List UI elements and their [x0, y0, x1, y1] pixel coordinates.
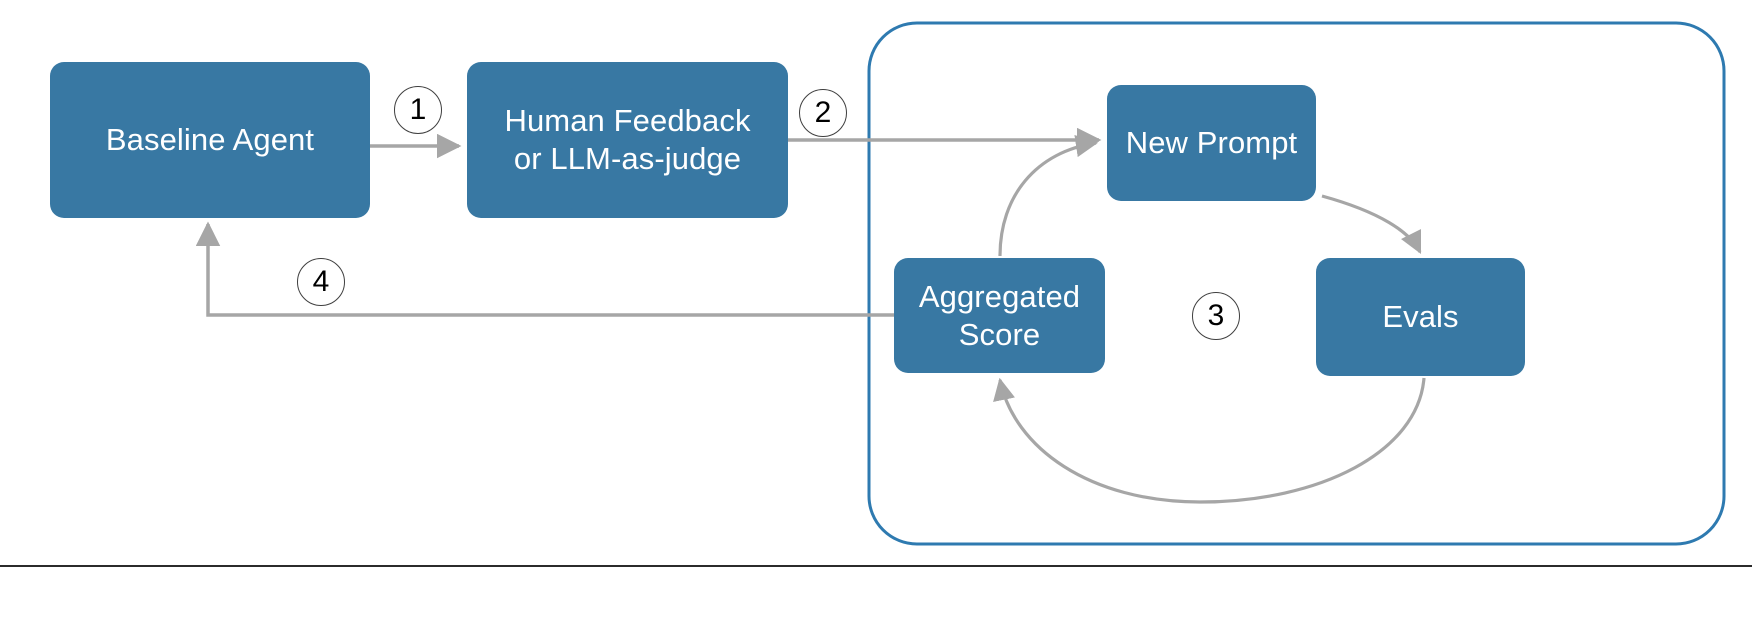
step-badge-4: 4	[297, 258, 345, 306]
node-baseline-agent-label: Baseline Agent	[105, 122, 315, 158]
node-aggregated-score-label: Aggregated Score	[918, 278, 1081, 352]
step-badge-2-label: 2	[814, 96, 832, 129]
connector-aggregated-to-new-prompt	[998, 134, 1099, 257]
step-badge-4-label: 4	[312, 265, 330, 298]
node-human-feedback-label: Human Feedback or LLM-as-judge	[504, 103, 751, 176]
connector-new-prompt-to-evals	[1321, 194, 1422, 255]
node-evals[interactable]: Evals	[1316, 258, 1525, 376]
step-badge-1-label: 1	[409, 93, 427, 126]
step-badge-3: 3	[1192, 292, 1240, 340]
step-badge-1: 1	[394, 86, 442, 134]
node-human-feedback[interactable]: Human Feedback or LLM-as-judge	[467, 62, 788, 218]
node-new-prompt[interactable]: New Prompt	[1107, 85, 1316, 201]
connector-aggregated-to-baseline	[195, 221, 894, 317]
page-bottom-rule	[0, 565, 1752, 567]
optimization-loop-container	[867, 21, 1726, 546]
step-badge-3-label: 3	[1207, 299, 1225, 332]
node-aggregated-score[interactable]: Aggregated Score	[894, 258, 1105, 373]
step-badge-2: 2	[799, 89, 847, 137]
node-evals-label: Evals	[1382, 299, 1459, 335]
connector-evals-to-aggregated	[993, 377, 1426, 504]
node-new-prompt-label: New Prompt	[1125, 125, 1298, 161]
node-baseline-agent[interactable]: Baseline Agent	[50, 62, 370, 218]
